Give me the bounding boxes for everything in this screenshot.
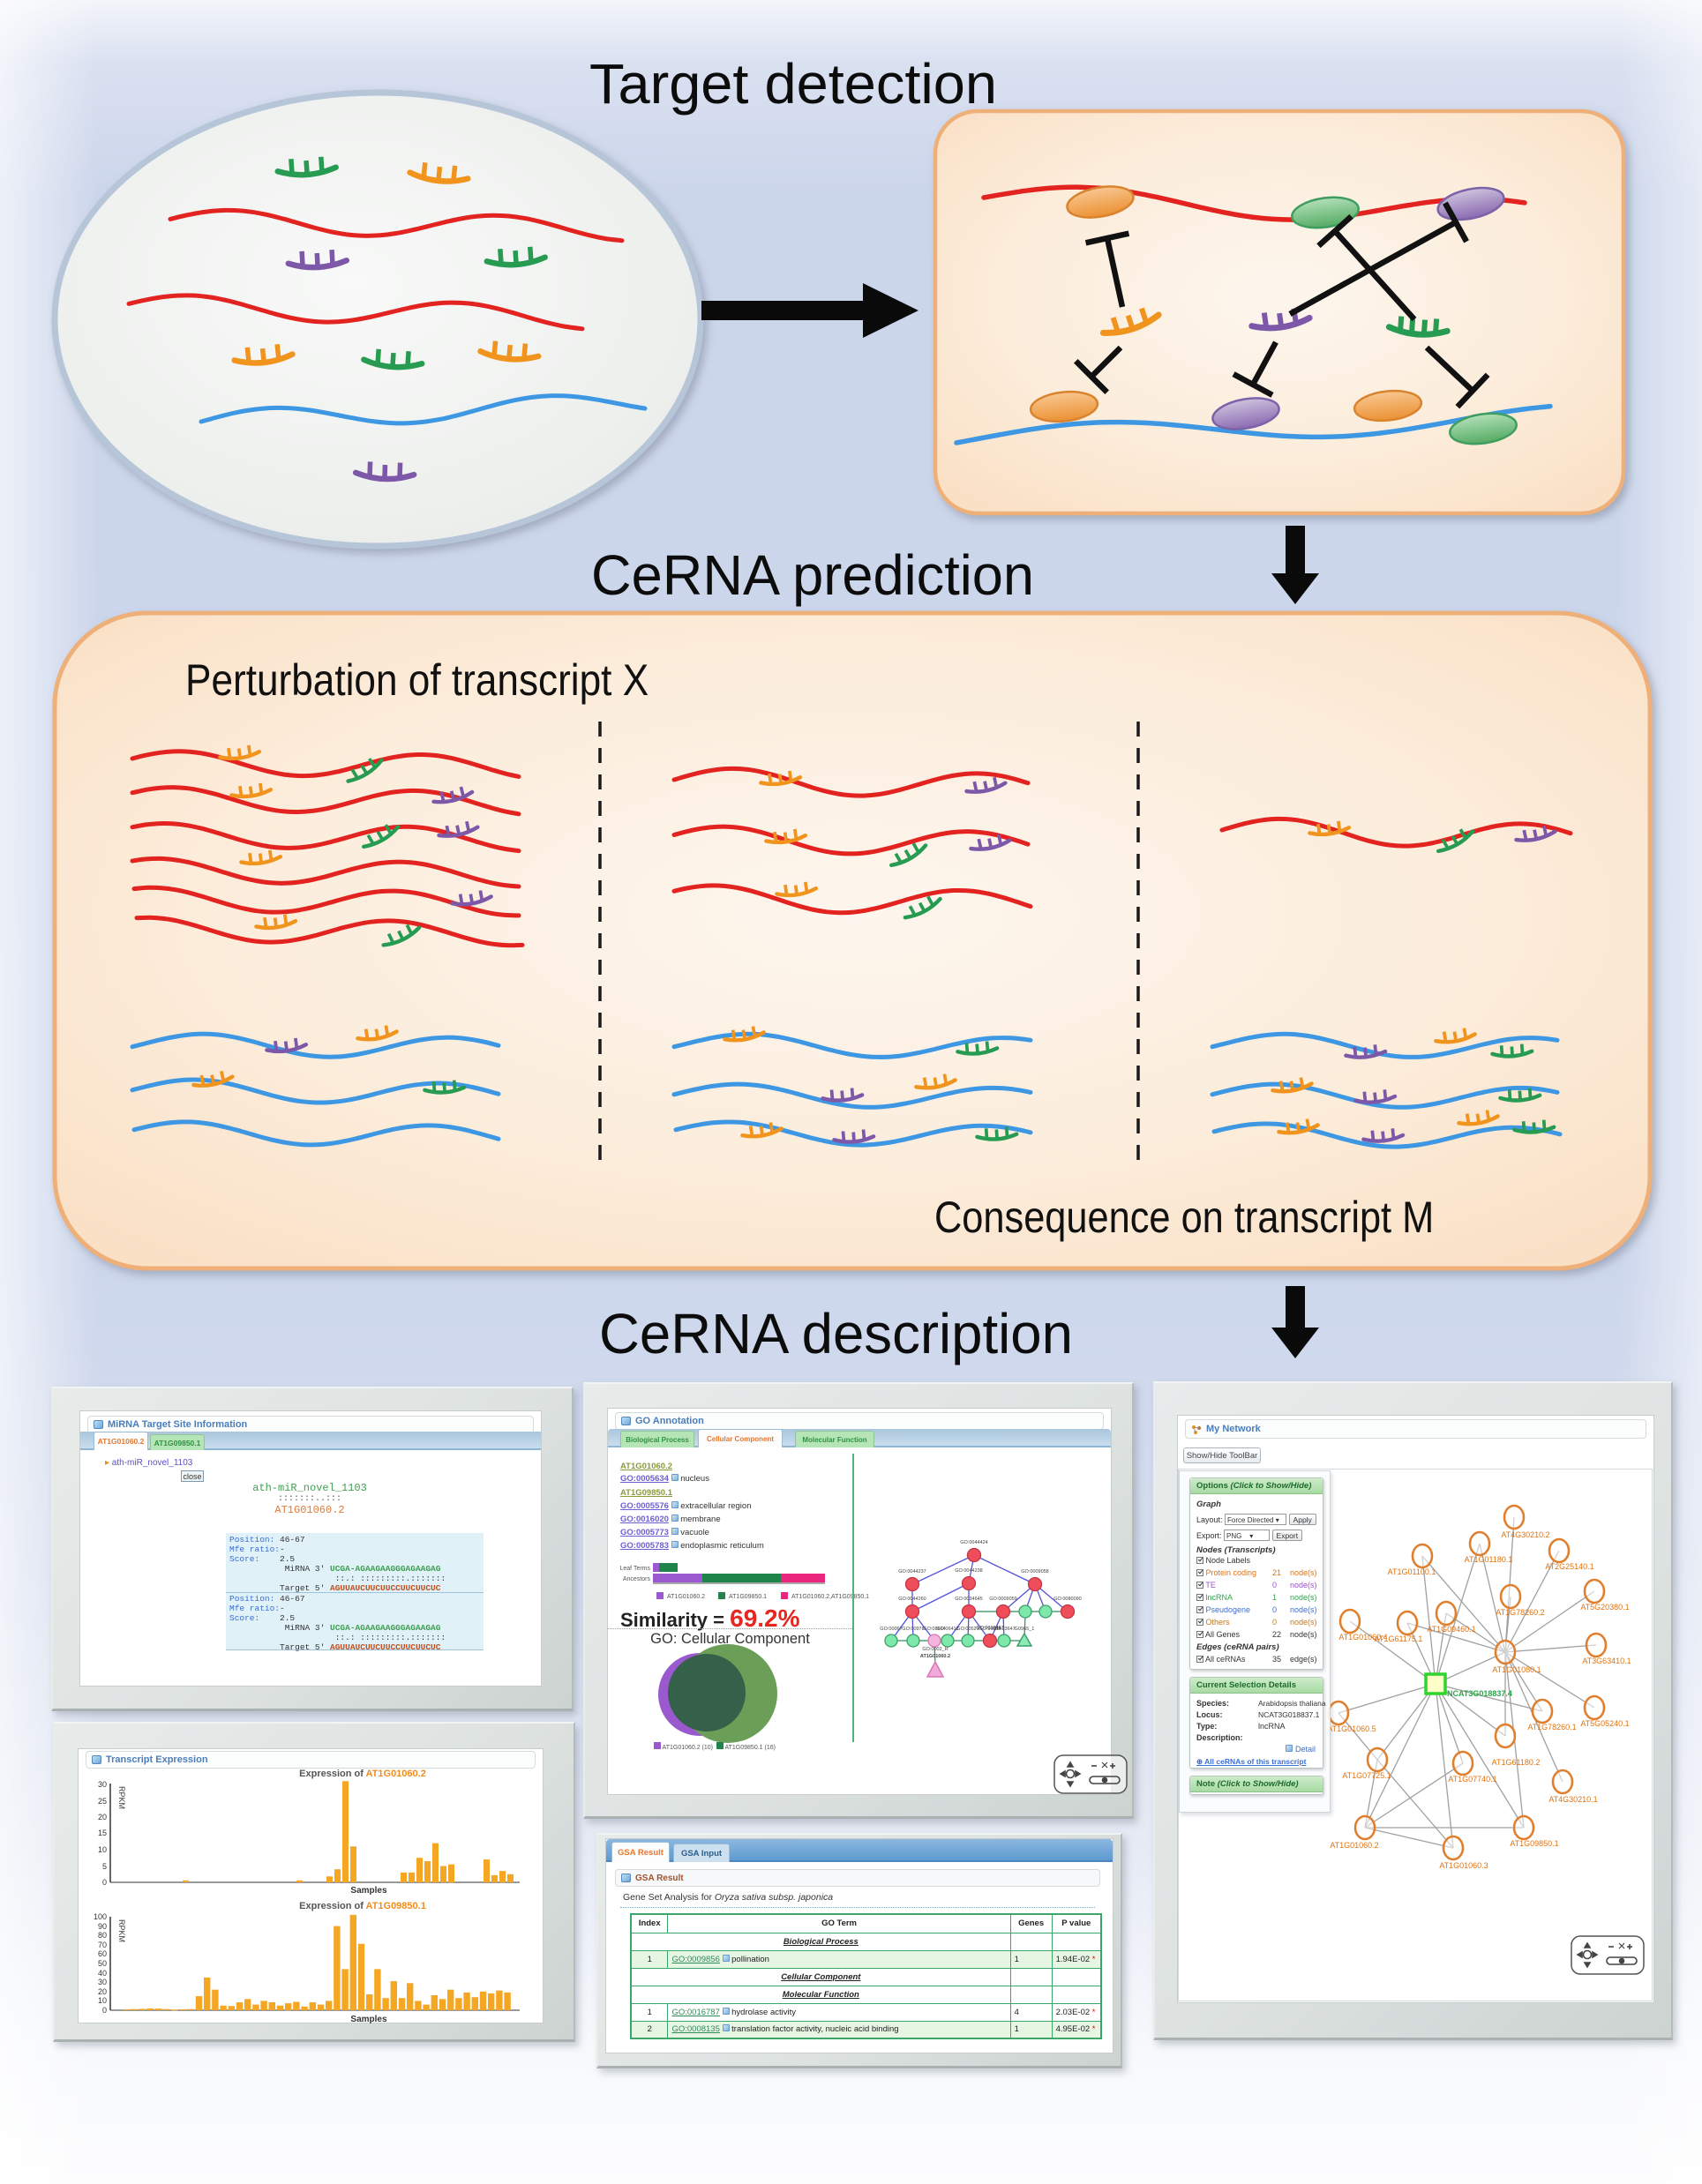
svg-text:GO:90304: GO:90304 [978,1627,1001,1632]
svg-text:AT4G30210.2: AT4G30210.2 [1501,1530,1549,1539]
svg-text:Leaf Terms: Leaf Terms [620,1566,651,1572]
svg-text:25: 25 [98,1797,107,1806]
svg-text:RPKM: RPKM [117,1786,126,1809]
svg-text:GO:00978: GO:00978 [902,1627,924,1632]
svg-text:15: 15 [98,1829,107,1837]
svg-text:Expression of AT1G09850.1: Expression of AT1G09850.1 [299,1901,426,1911]
svg-text:GO:0034645: GO:0034645 [955,1597,983,1602]
svg-text:AT1G01060.2,AT1G09850.1: AT1G01060.2,AT1G09850.1 [791,1594,869,1600]
svg-text:AT3G63410.1: AT3G63410.1 [1582,1657,1631,1665]
svg-text:GO:0080090: GO:0080090 [1053,1597,1082,1602]
svg-text:AT1G09850.1: AT1G09850.1 [729,1594,767,1600]
svg-text:G0965_1: G0965_1 [1015,1627,1035,1632]
svg-text:0: 0 [102,2006,107,2015]
svg-text:AT1G01100.1: AT1G01100.1 [1388,1567,1436,1576]
svg-text:GO:0044238: GO:0044238 [955,1568,983,1574]
svg-text:AT5G20380.1: AT5G20380.1 [1580,1603,1629,1612]
svg-text:GO:0010467: GO:0010467 [976,1626,1004,1631]
svg-text:AT1G61180.2: AT1G61180.2 [1492,1758,1541,1767]
svg-text:100: 100 [94,1912,107,1921]
svg-text:GO:0044424: GO:0044424 [960,1540,988,1545]
svg-text:10: 10 [98,1996,107,2005]
svg-text:90: 90 [98,1922,107,1931]
svg-text:Samples: Samples [350,2015,387,2024]
svg-text:AT1G61175.1: AT1G61175.1 [1375,1634,1423,1643]
svg-text:10: 10 [98,1845,107,1854]
svg-text:AT1G01180.1: AT1G01180.1 [1465,1555,1513,1564]
svg-text:AT1G07725.1: AT1G07725.1 [1342,1771,1391,1780]
svg-text:AT1G01080.1: AT1G01080.1 [1492,1665,1541,1674]
svg-text:AT1G01060.3: AT1G01060.3 [1439,1861,1488,1870]
svg-text:RPKM: RPKM [117,1919,126,1942]
svg-text:30: 30 [98,1978,107,1986]
svg-text:AT1G01060.2: AT1G01060.2 [1330,1841,1378,1850]
svg-text:GO:0009059: GO:0009059 [989,1597,1017,1602]
svg-text:GO:00067: GO:00067 [880,1627,902,1632]
svg-text:AT1G01060.2: AT1G01060.2 [920,1654,950,1659]
svg-text:GO:0002_R: GO:0002_R [922,1647,948,1652]
svg-text:AT5G05240.1: AT5G05240.1 [1580,1719,1629,1728]
svg-text:GO:0044237: GO:0044237 [898,1569,926,1574]
svg-text:Expression of AT1G01060.2: Expression of AT1G01060.2 [299,1769,426,1779]
svg-text:NCAT3G018837.4: NCAT3G018837.4 [1447,1689,1512,1698]
svg-text:Samples: Samples [350,1886,387,1896]
svg-text:AT1G78260.1: AT1G78260.1 [1527,1723,1576,1731]
svg-text:70: 70 [98,1941,107,1949]
svg-text:0: 0 [102,1878,107,1887]
svg-text:80: 80 [98,1931,107,1940]
svg-text:40: 40 [98,1969,107,1978]
svg-text:AT1G07740.1: AT1G07740.1 [1448,1775,1496,1784]
svg-text:Ancestors: Ancestors [623,1576,651,1582]
svg-text:20: 20 [98,1813,107,1821]
svg-text:50: 50 [98,1959,107,1968]
svg-text:GO:23647: GO:23647 [993,1627,1015,1632]
svg-text:GO:06412: GO:06412 [936,1627,958,1632]
svg-text:20: 20 [98,1987,107,1996]
svg-text:GO:08664: GO:08664 [923,1627,945,1632]
svg-text:5: 5 [102,1862,107,1871]
svg-text:60: 60 [98,1949,107,1958]
svg-text:AT1G01060.2: AT1G01060.2 [667,1594,705,1600]
svg-text:GO:00521: GO:00521 [956,1627,978,1632]
svg-text:AT2G25140.1: AT2G25140.1 [1545,1562,1593,1571]
svg-text:AT1G01060.5: AT1G01060.5 [1327,1724,1376,1733]
svg-text:GO:0009058: GO:0009058 [1021,1569,1049,1574]
svg-text:30: 30 [98,1780,107,1789]
svg-text:AT1G78260.2: AT1G78260.2 [1496,1608,1544,1617]
svg-text:AT1G09460.1: AT1G09460.1 [1427,1625,1475,1634]
svg-text:AT1G09850.1: AT1G09850.1 [1510,1839,1558,1848]
svg-text:AT4G30210.1: AT4G30210.1 [1548,1795,1597,1804]
svg-text:GO:0044260: GO:0044260 [898,1597,926,1602]
svg-text:AT1G01060.4: AT1G01060.4 [1338,1633,1387,1642]
